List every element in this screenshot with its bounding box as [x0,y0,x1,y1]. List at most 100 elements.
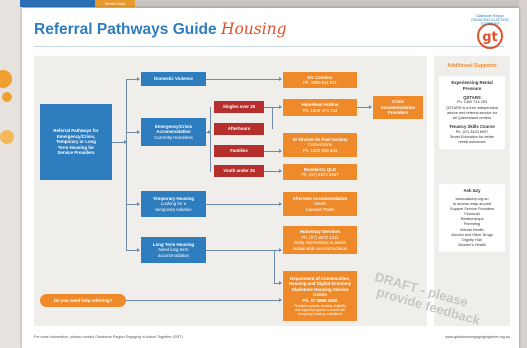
group-label: Youth under 25 [223,168,255,174]
category-sub: Need long term [158,247,189,253]
support-item: Financial [464,212,480,217]
connector [126,130,140,134]
service-name: Department of Communities, [289,275,350,281]
main-question-line: Emergency/Crisis, [56,133,96,139]
service-name: Providers [387,110,409,116]
service-name: Centre [313,292,327,298]
support-item: Mental Health [460,227,484,232]
category-longterm: Long Term Housing Need long term accommo… [141,237,206,263]
connector [126,298,282,302]
main-question-line: Referral Pathways for [53,128,99,134]
service-homestay: Homestay Services Ph. (07) 4972 4311 Ear… [283,226,357,254]
category-sub: temporary solution [155,206,192,212]
service-name: St Vincent de Paul Society [292,136,348,142]
ask-izzy-desc: Support Service Providers [449,207,495,212]
category-label: Temporary Housing [152,195,195,201]
group-youth: Youth under 25 [214,165,264,177]
connector [274,281,282,285]
group-singles: Singles over 25 [214,101,264,113]
connector [126,248,140,252]
flowchart-panel: Referral Pathways for Emergency/Crisis, … [34,56,427,326]
category-temporary: Temporary Housing Looking for a temporar… [141,191,206,217]
group-label: Afterhours [227,126,251,132]
service-detail: sustainable accommodation [292,245,348,251]
group-label: Families [230,148,248,154]
qstars-desc: all Queensland renters [452,115,492,120]
background-bubble [0,70,12,88]
category-emergency: Emergency/Crisis Accommodation Currently… [141,118,206,146]
main-question-line: Term Housing for [57,144,95,150]
qstars-name: QSTARS [463,94,481,100]
support-item: Relationships [460,217,484,222]
group-label: Singles over 25 [222,104,256,110]
service-phone: Ph. 1800 846 643 [302,147,338,153]
tenancy-phone: Ph. (07) 3433 6997 [455,129,489,134]
connector [112,140,127,144]
service-homeless-hotline: Homeless Hotline Ph. 1800 474 753 [283,99,357,116]
main-question-box: Referral Pathways for Emergency/Crisis, … [40,104,112,180]
main-question-line: Temporary or Long [56,139,96,145]
service-roseberry: Roseberry QLD Ph. (07) 4972 0667 [283,164,357,180]
connector [272,107,273,129]
footer-url[interactable]: www.gladstoneengagingtogether.org.au [445,335,510,339]
tenancy-name: Tenancy Skills Course [449,123,495,129]
support-item: Women's Health [458,242,486,247]
category-sub: accommodation [158,252,189,258]
service-name: Housing and Digital Economy [288,281,352,287]
category-sub: Looking for a [160,201,187,207]
connector [126,202,140,206]
connector [210,107,211,172]
service-detail: Early Intervention to assist [294,240,346,245]
grt-logo: Gladstone Region ENGAGING IN ACTION TOGE… [470,14,510,52]
support-item: Alcohol and Other Drugs [451,232,493,237]
service-name: Homestay Services [299,229,341,234]
logo-caption: Gladstone Region ENGAGING IN ACTION TOGE… [471,14,509,26]
poster-title-main: Referral Pathways Guide [34,21,217,38]
service-note: Provides a private housing, eligibility [294,304,346,309]
title-divider [34,46,504,47]
service-phone: Ph. (07) 4972 0667 [301,172,339,177]
qstars-desc: QSTARS is a free independent [446,105,498,110]
group-afterhours: Afterhours [214,123,264,135]
service-phone: Ph. 1800 474 753 [302,107,338,113]
service-detail: Hotels [313,201,327,207]
connector [264,169,282,173]
rental-pressure-card: Experiencing Rental Pressure QSTARS Ph. … [439,76,505,150]
qstars-desc: advice and referral service for [446,110,497,115]
qstars-phone: Ph. 1300 744 263 [457,100,487,105]
poster-title: Referral Pathways Guide Housing [34,20,287,39]
connector [126,77,140,81]
background-page-left [0,0,22,348]
ask-izzy-card: Ask Izzy www.askizzy.org.au to access wr… [439,184,505,253]
service-name: Homeless Hotline [301,102,339,107]
background-bubble [0,130,14,144]
service-st-vincent: St Vincent de Paul Society Cornerstone P… [283,133,357,157]
help-question-label: Do you need help referring? [53,297,113,303]
service-name: Accommodation [380,104,416,110]
category-sub: Currently Homeless [154,134,193,140]
service-note: temporary housing, assistance [298,312,342,317]
service-name: Roseberry QLD [303,166,337,172]
additional-supports-sidebar: Additional Supports Experiencing Rental … [434,56,510,326]
tenancy-desc: rental outcomes [458,139,486,144]
card-heading: Experiencing Rental Pressure [451,80,493,91]
service-phone: Ph. 07 4899 2600 [302,297,338,303]
connector [206,202,282,206]
category-label: Long Term Housing [152,241,195,247]
ask-izzy-desc: to access wrap around [452,201,492,206]
connector [357,105,372,109]
service-name: Gladstone Housing Service [291,286,349,292]
category-domestic-violence: Domestic Violence [141,72,206,86]
service-phone: Ph. 1800 811 811 [302,80,337,85]
service-note: and support programs to assist with [294,308,346,313]
poster-title-accent: Housing [220,20,287,38]
service-dv-connect: DV Connect Ph. 1800 811 811 [283,72,357,88]
connector [126,79,127,233]
ask-izzy-link[interactable]: www.askizzy.org.au [455,196,489,201]
service-detail: Caravan Parks [305,206,335,212]
help-referring-box[interactable]: Do you need help referring? [40,294,126,307]
connector [126,233,127,250]
referral-poster: Referral Pathways Guide Housing Gladston… [22,8,519,348]
connector [206,130,211,134]
category-label: Accommodation [156,129,191,135]
